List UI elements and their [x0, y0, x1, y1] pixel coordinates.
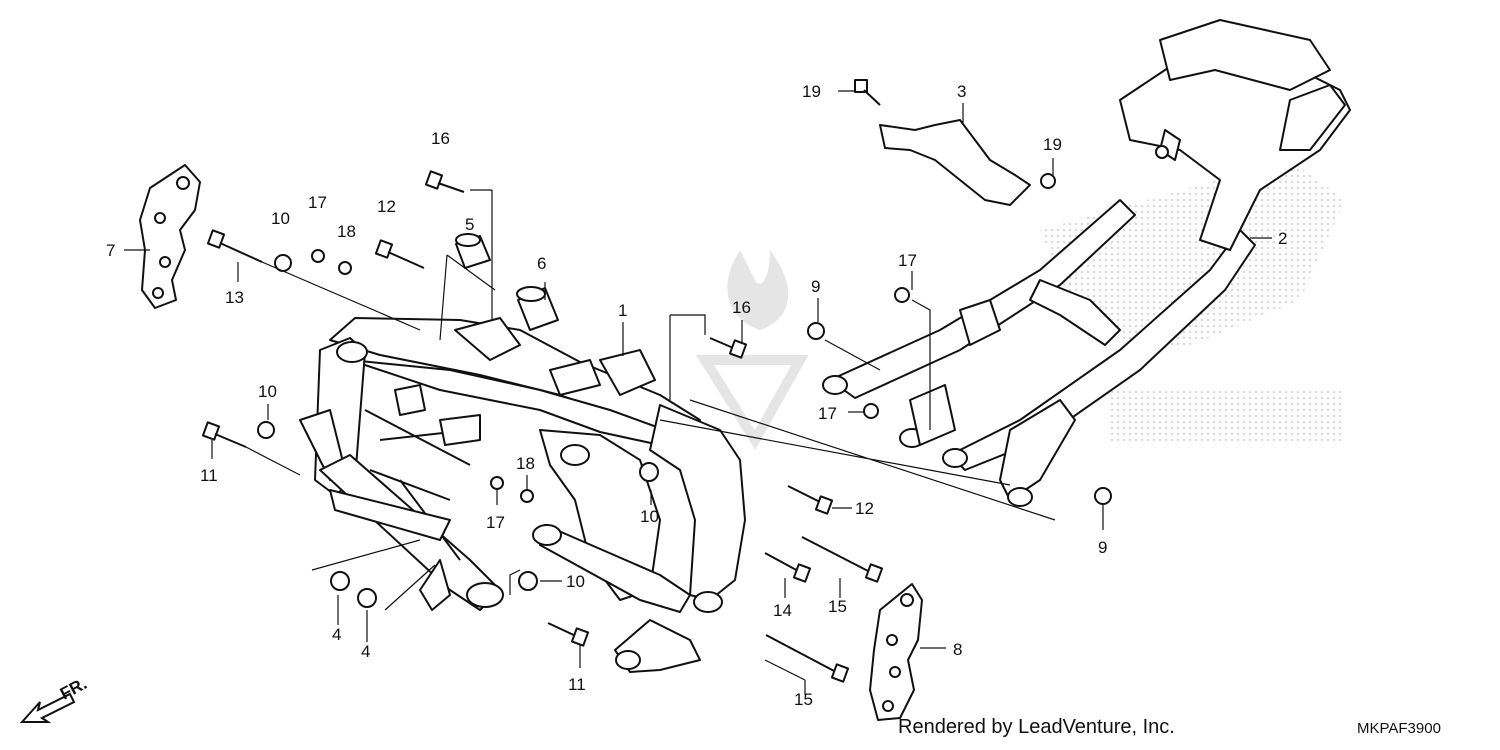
part-15-bolt-upper — [801, 536, 884, 583]
callout-15: 15 — [828, 597, 847, 616]
callout-8: 8 — [953, 640, 962, 659]
callout-labels: 7 13 10 17 18 12 16 5 6 1 16 9 17 17 19 … — [106, 82, 1287, 709]
part-4-collar-a — [330, 571, 350, 591]
part-10-washer-b — [257, 421, 275, 439]
part-16-bolt-upper — [424, 170, 465, 193]
part-19-bolt-b — [1040, 173, 1056, 189]
callout-11: 11 — [200, 466, 218, 485]
callout-18: 18 — [337, 222, 356, 241]
part-6-collar — [516, 286, 559, 331]
callout-1: 1 — [618, 301, 627, 320]
callout-7: 7 — [106, 241, 115, 260]
callout-12: 12 — [855, 499, 874, 518]
part-17-nut-a — [311, 249, 325, 263]
callout-6: 6 — [537, 254, 546, 273]
part-11-bolt-upper — [201, 421, 247, 448]
part-9-washer-a — [807, 322, 825, 340]
callout-17: 17 — [898, 251, 917, 270]
part-18-washer-b — [520, 489, 534, 503]
callout-10: 10 — [566, 572, 585, 591]
callout-19: 19 — [1043, 135, 1062, 154]
part-10-washer-c — [639, 462, 659, 482]
part-16-bolt-mid — [709, 337, 748, 359]
part-19-bolt-a — [854, 79, 881, 106]
part-17-nut-d — [490, 476, 504, 490]
honda-wing-logo — [1040, 160, 1345, 445]
callout-13: 13 — [225, 288, 244, 307]
part-9-washer-b — [1094, 487, 1112, 505]
callout-16: 16 — [732, 298, 751, 317]
part-17-nut-b — [894, 287, 910, 303]
part-4-collar-b — [357, 588, 377, 608]
callout-4: 4 — [332, 625, 341, 644]
callout-10: 10 — [640, 507, 659, 526]
front-direction-arrow-icon: FR. — [19, 674, 90, 723]
callout-17: 17 — [818, 404, 837, 423]
callout-12: 12 — [377, 197, 396, 216]
part-15-bolt-lower — [765, 634, 850, 683]
part-8-engine-hanger-plate-right — [869, 583, 923, 721]
callout-14: 14 — [773, 601, 792, 620]
callout-10: 10 — [258, 382, 277, 401]
part-7-engine-hanger-plate-left — [139, 164, 201, 309]
fasteners — [201, 79, 1112, 683]
render-credit: Rendered by LeadVenture, Inc. — [898, 716, 1175, 738]
callout-2: 2 — [1278, 229, 1287, 248]
part-1-main-frame — [299, 317, 746, 673]
part-14-bolt — [764, 552, 812, 583]
callout-17: 17 — [308, 193, 327, 212]
callout-15: 15 — [794, 690, 813, 709]
part-10-washer-d — [518, 571, 538, 591]
callout-18: 18 — [516, 454, 535, 473]
part-5-collar — [455, 233, 491, 269]
part-3-bracket — [879, 119, 1031, 206]
callout-9: 9 — [1098, 538, 1107, 557]
part-18-washer-a — [338, 261, 352, 275]
callout-9: 9 — [811, 277, 820, 296]
part-2-rear-subframe — [822, 19, 1351, 507]
callout-19: 19 — [802, 82, 821, 101]
part-12-bolt-upper — [374, 239, 425, 269]
callout-17: 17 — [486, 513, 505, 532]
part-11-bolt-lower — [547, 622, 590, 647]
callout-3: 3 — [957, 82, 966, 101]
part-12-bolt-lower — [787, 485, 834, 515]
callout-16: 16 — [431, 129, 450, 148]
callout-10: 10 — [271, 209, 290, 228]
watermark-logo — [695, 250, 809, 450]
part-17-nut-c — [863, 403, 879, 419]
diagram-code: MKPAF3900 — [1357, 720, 1441, 737]
callout-11: 11 — [568, 675, 586, 694]
callout-5: 5 — [465, 215, 474, 234]
leader-lines — [124, 90, 1272, 695]
callout-4: 4 — [361, 642, 370, 661]
part-13-bolt — [206, 229, 263, 263]
